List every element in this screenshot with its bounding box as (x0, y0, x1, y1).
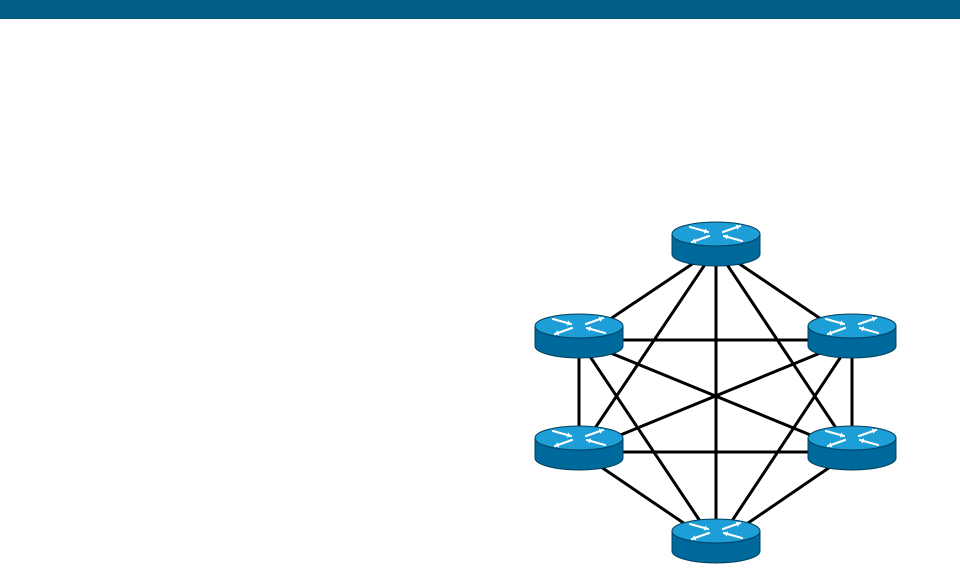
router-icon (807, 313, 897, 359)
router-icon (807, 425, 897, 471)
link-r1-r4 (577, 247, 718, 453)
routers-layer (534, 221, 897, 564)
router-icon (671, 221, 761, 267)
header-bar (0, 0, 960, 19)
router-icon (534, 313, 624, 359)
link-r2-r6 (577, 339, 718, 546)
link-r1-r5 (714, 247, 854, 453)
router-icon (671, 518, 761, 564)
links-layer (577, 246, 854, 547)
router-icon (534, 425, 624, 471)
link-r3-r4 (578, 338, 853, 454)
link-r3-r6 (714, 339, 854, 546)
